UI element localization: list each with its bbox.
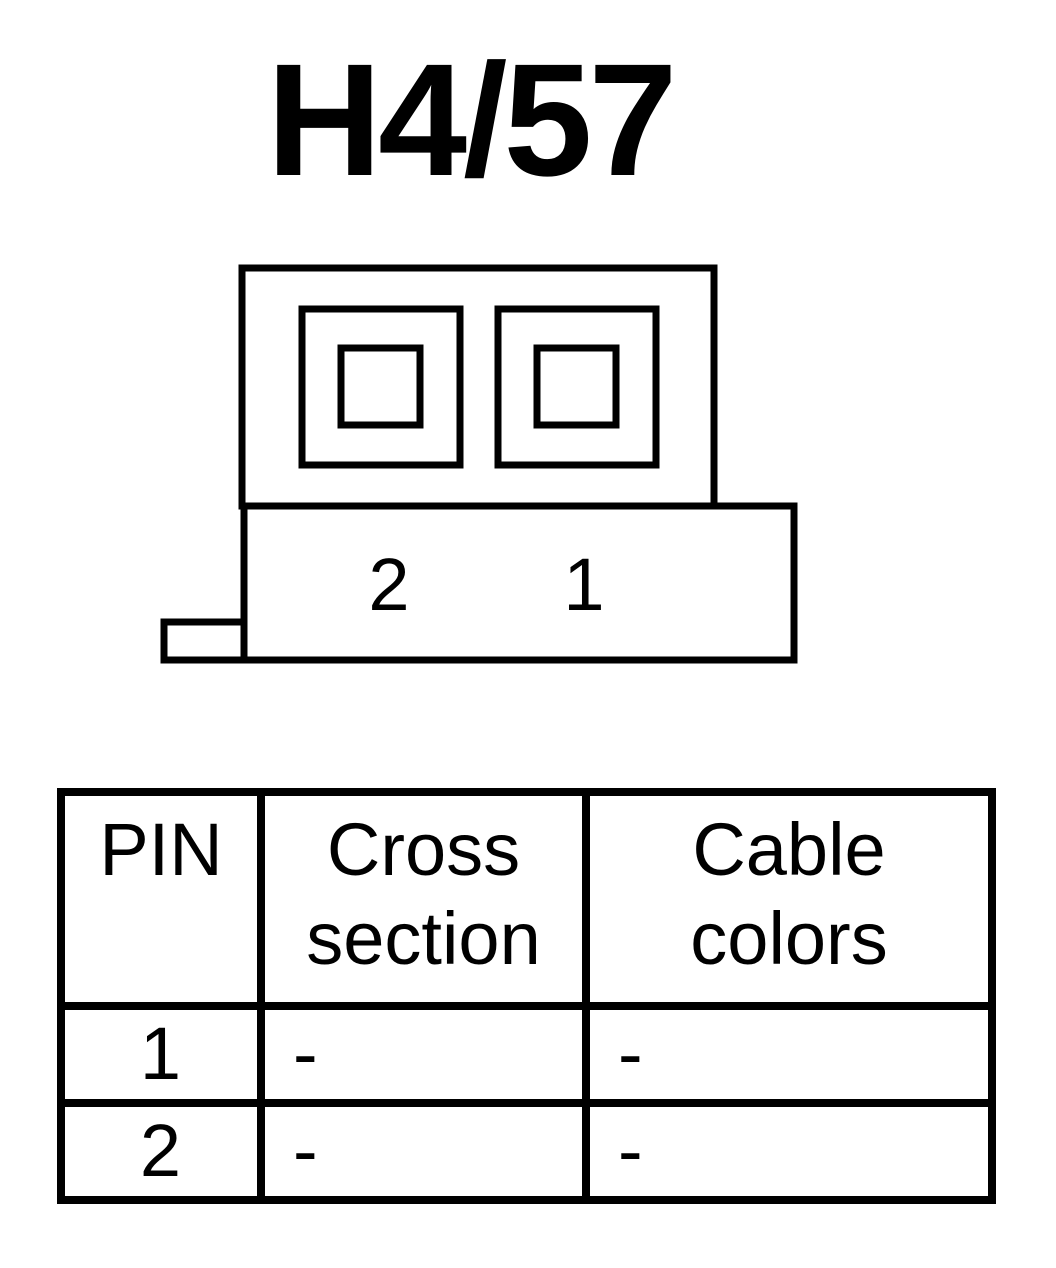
pin-label-1: 1 <box>563 543 604 626</box>
connector-diagram: 2 1 <box>160 264 798 664</box>
pin-number: 2 <box>57 1098 265 1204</box>
connector-lock-tab <box>160 618 248 664</box>
connector-lower-body <box>240 502 798 664</box>
table-row: 1 - - <box>57 1002 996 1107</box>
cable-color-value: - <box>582 1002 996 1107</box>
cable-color-value: - <box>582 1098 996 1204</box>
pin-cavity-1-inner <box>533 344 620 429</box>
pin-label-2: 2 <box>368 543 409 626</box>
pin-cavity-2-inner <box>337 344 424 429</box>
table-row: 2 - - <box>57 1098 996 1204</box>
header-pin: PIN <box>57 788 265 1010</box>
connector-title: H4/57 <box>266 30 678 209</box>
pin-cavity-1-outer <box>494 305 660 469</box>
connector-upper-housing <box>238 264 718 510</box>
pin-cavity-2-outer <box>298 305 464 469</box>
cross-section-value: - <box>257 1002 590 1107</box>
cross-section-value: - <box>257 1098 590 1204</box>
pin-number: 1 <box>57 1002 265 1107</box>
